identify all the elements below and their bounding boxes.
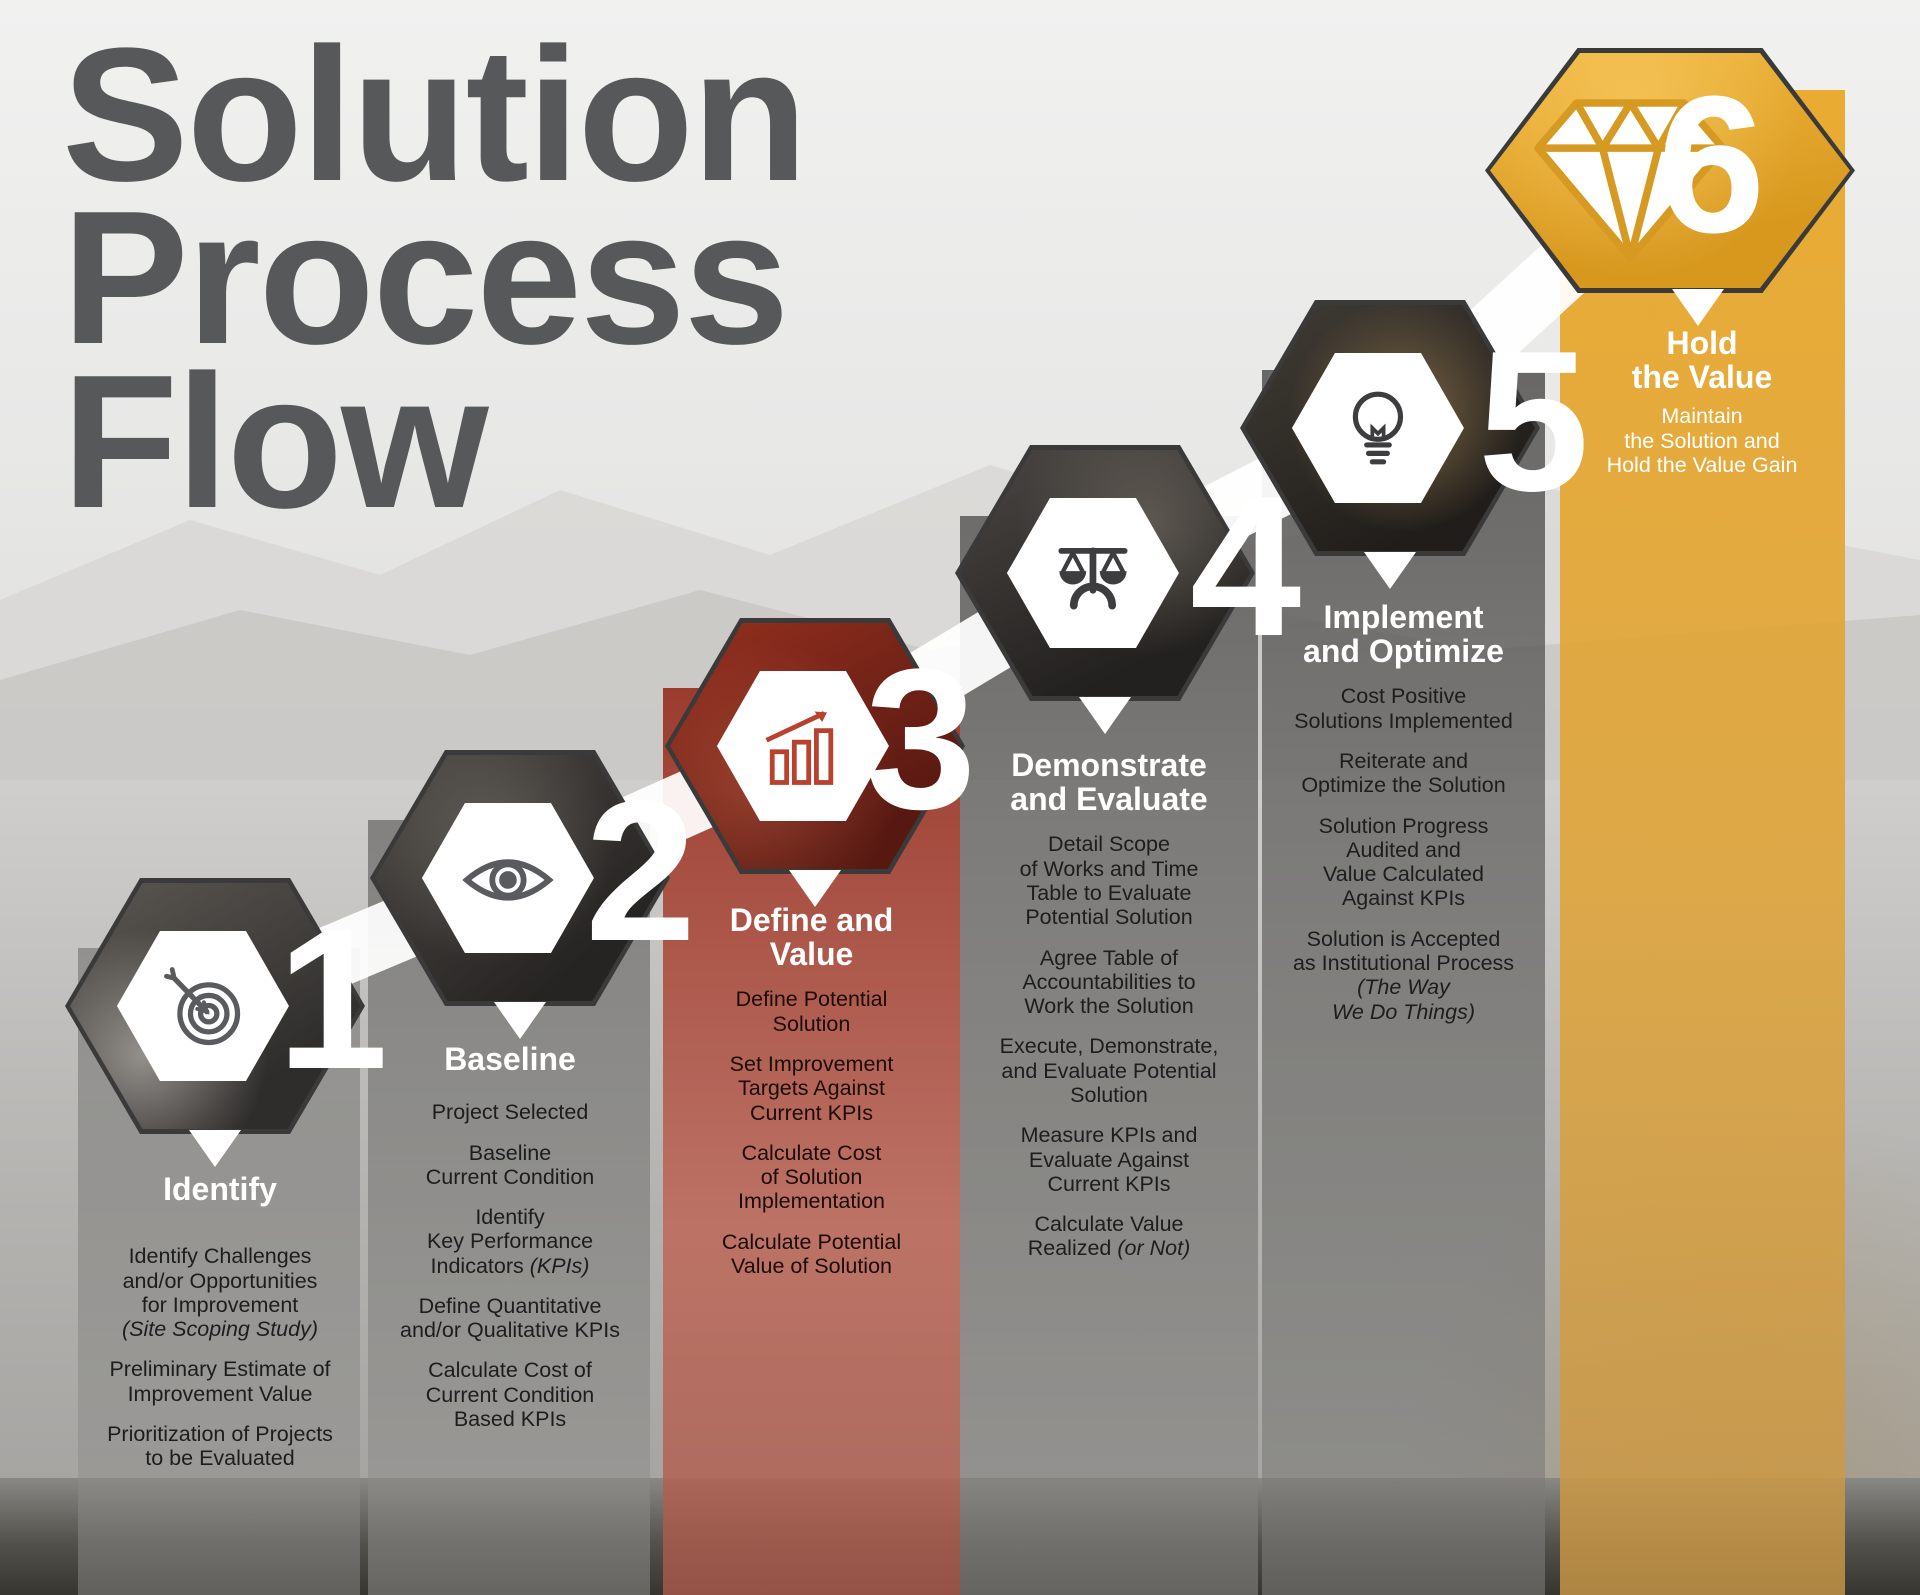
step-3-badge: 3 [665,618,976,907]
pointer-triangle [1079,697,1131,734]
step-item: Calculate Value Realized (or Not) [1027,1212,1191,1261]
step-number: 2 [585,760,697,983]
step-number: 1 [277,888,389,1111]
diamond-icon [1534,99,1727,262]
step-6-heading: Hold the Value [1631,325,1773,396]
step-number: 6 [1657,55,1766,274]
step-6-badge: 6 [1485,48,1855,326]
step-item: Agree Table of Accountabilities to Work … [1022,945,1196,1019]
pointer-triangle [494,1002,546,1039]
step-item: Identify Challenges and/or Opportunities… [122,1244,318,1342]
step-5-text: Implement and Optimize Cost Positive Sol… [1256,600,1551,1040]
scales-icon [1058,547,1128,610]
step-item: Solution is Accepted as Institutional Pr… [1292,926,1515,1024]
step-item: Identify Key Performance Indicators (KPI… [426,1205,594,1278]
target-icon [164,967,241,1046]
step-item: Measure KPIs and Evaluate Against Curren… [1020,1123,1198,1196]
lightbulb-icon [1352,391,1404,465]
icon-hexagon [716,671,889,821]
step-1-items: Identify Challenges and/or Opportunities… [70,1244,370,1470]
step-item: Set Improvement Targets Against Current … [729,1052,894,1125]
step-item: Define Quantitative and/or Qualitative K… [400,1293,620,1343]
step-3-text: Define and Value Define Potential Soluti… [663,903,960,1294]
step-5-heading: Implement and Optimize [1303,599,1504,670]
step-item: Calculate Cost of Solution Implementatio… [738,1140,885,1214]
title-line-2: Process [62,172,789,385]
step-item: Project Selected [431,1100,589,1125]
page-title: Solution Process Flow [62,9,808,548]
step-item: Calculate Potential Value of Solution [721,1229,902,1278]
step-3-heading: Define and Value [729,902,894,973]
step-2-heading: Baseline [444,1041,576,1077]
step-item: Maintain the Solution and Hold the Value… [1606,404,1798,478]
step-5-badge: 5 [1240,300,1589,589]
step-4-items: Detail Scope of Works and Time Table to … [958,832,1260,1260]
pointer-triangle [789,870,841,907]
step-4-heading: Demonstrate and Evaluate [1010,747,1208,818]
icon-hexagon [1006,498,1179,648]
step-6-column [1560,90,1845,1595]
step-item: Preliminary Estimate of Improvement Valu… [109,1357,331,1406]
pointer-triangle [1364,552,1416,589]
step-4-badge: 4 [955,445,1301,734]
step-4-text: Demonstrate and Evaluate Detail Scope of… [958,748,1260,1277]
step-item: Prioritization of Projects to be Evaluat… [107,1421,333,1471]
step-item: Calculate Cost of Current Condition Base… [425,1358,595,1432]
step-number: 5 [1478,310,1590,533]
title-line-3: Flow [62,335,489,548]
step-item: Solution Progress Audited and Value Calc… [1318,813,1489,911]
step-1-heading: Identify [163,1171,277,1207]
step-1-text: Identify Identify Challenges and/or Oppo… [70,1172,370,1486]
pointer-triangle [1672,289,1724,326]
step-6-items: Maintain the Solution and Hold the Value… [1552,404,1852,477]
step-1-badge: 1 [65,878,388,1167]
title-line-1: Solution [62,9,808,221]
pointer-triangle [189,1130,241,1167]
step-item: Execute, Demonstrate, and Evaluate Poten… [999,1034,1219,1107]
step-2-badge: 2 [370,750,696,1039]
step-item: Cost Positive Solutions Implemented [1294,684,1513,733]
step-number: 3 [865,628,977,851]
step-item: Reiterate and Optimize the Solution [1301,749,1506,798]
step-item: Define Potential Solution [735,987,888,1036]
eye-icon [462,859,554,901]
step-item: Baseline Current Condition [425,1140,595,1189]
bar-chart-icon [765,711,834,785]
step-6-text: Hold the Value Maintain the Solution and… [1552,326,1852,493]
step-item: Detail Scope of Works and Time Table to … [1019,832,1199,930]
